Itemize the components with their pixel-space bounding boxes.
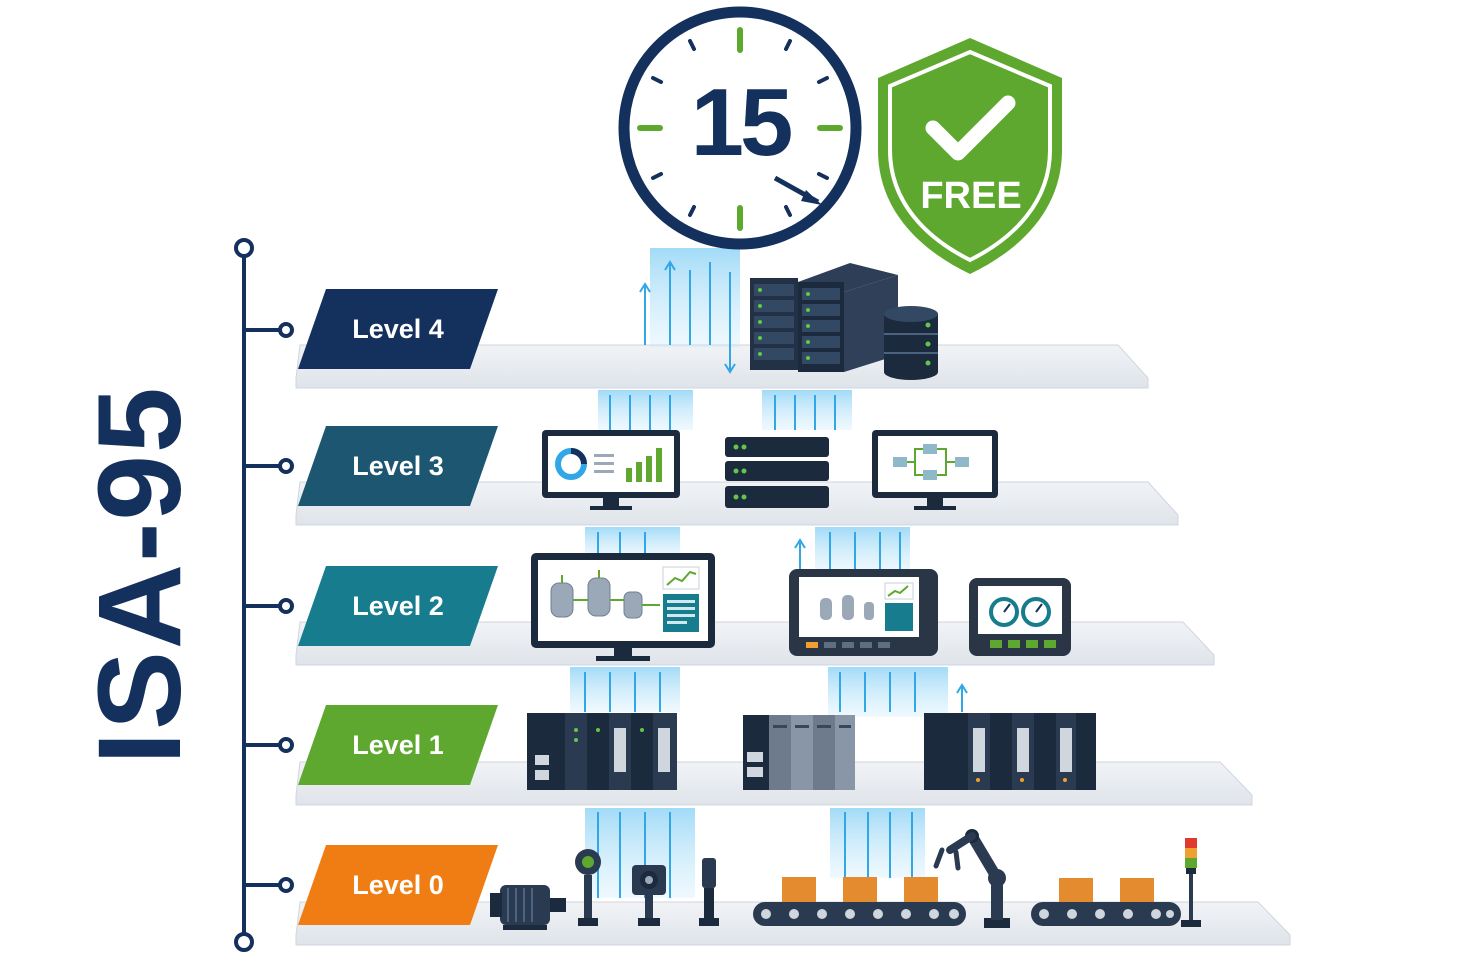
motor-icon xyxy=(490,885,566,930)
level-3-label: Level 3 xyxy=(298,426,498,506)
shield-check-icon xyxy=(878,38,1062,274)
diagram-title: ISA-95 xyxy=(74,385,206,765)
monitor-flowchart-icon xyxy=(872,430,998,510)
level-1-label: Level 1 xyxy=(298,705,498,785)
plc-rack-icon xyxy=(527,713,677,790)
robot-arm-icon xyxy=(933,829,1010,928)
clock-value: 15 xyxy=(690,69,794,176)
clock-icon xyxy=(618,6,862,250)
plc-rack-icon xyxy=(743,715,855,790)
level-4-label: Level 4 xyxy=(298,289,498,369)
gauge-panel-icon xyxy=(969,578,1071,656)
hmi-panel-icon xyxy=(789,569,938,656)
level-0-label: Level 0 xyxy=(298,845,498,925)
server-rack-icon xyxy=(750,263,898,372)
level-2-label: Level 2 xyxy=(298,566,498,646)
conveyor-icon xyxy=(753,877,966,926)
hierarchy-line xyxy=(234,238,294,952)
monitor-dashboard-icon xyxy=(542,430,680,510)
camera-icon xyxy=(632,865,666,926)
plc-rack-icon xyxy=(924,713,1096,790)
sensor-icon xyxy=(575,849,601,926)
signal-tower-icon xyxy=(1181,838,1201,927)
free-badge-label: FREE xyxy=(920,175,1022,217)
database-icon xyxy=(884,306,938,380)
server-unit-icon xyxy=(725,437,829,508)
scada-screen-icon xyxy=(531,553,715,661)
sensor-icon xyxy=(699,858,719,926)
conveyor-icon xyxy=(1031,878,1181,926)
